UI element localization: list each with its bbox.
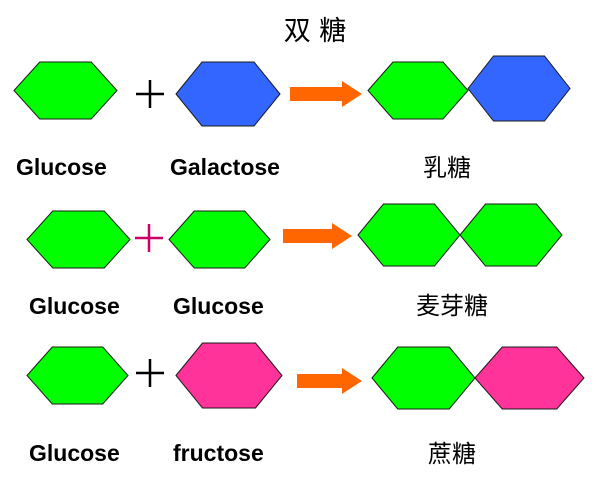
glucose-hexagon bbox=[168, 210, 271, 269]
label-glucose-4: Glucose bbox=[29, 440, 120, 466]
label-glucose-1: Glucose bbox=[16, 154, 107, 180]
plus-icon bbox=[136, 359, 164, 387]
glucose-hexagon bbox=[13, 61, 118, 120]
maltose-glucose-hexagon bbox=[357, 203, 461, 267]
label-sucrose: 蔗糖 bbox=[428, 440, 476, 468]
lactose-galactose-hexagon bbox=[467, 55, 571, 122]
fructose-hexagon bbox=[175, 342, 283, 409]
label-glucose-3: Glucose bbox=[173, 293, 264, 319]
galactose-hexagon bbox=[175, 61, 281, 127]
plus-icon bbox=[136, 80, 164, 108]
diagram-title: 双 糖 bbox=[284, 16, 347, 47]
reaction-arrow bbox=[283, 223, 352, 249]
label-lactose: 乳糖 bbox=[423, 154, 471, 182]
label-fructose: fructose bbox=[173, 440, 264, 466]
label-glucose-2: Glucose bbox=[29, 293, 120, 319]
reaction-arrow bbox=[290, 81, 362, 107]
plus-icon bbox=[135, 224, 163, 252]
sucrose-glucose-hexagon bbox=[371, 346, 476, 410]
glucose-hexagon bbox=[26, 346, 129, 405]
maltose-glucose-hexagon bbox=[459, 203, 563, 267]
reaction-arrow bbox=[297, 368, 362, 394]
sucrose-fructose-hexagon bbox=[474, 346, 585, 410]
label-maltose: 麦芽糖 bbox=[416, 292, 488, 320]
glucose-hexagon bbox=[26, 210, 131, 269]
label-galactose: Galactose bbox=[170, 154, 280, 180]
lactose-glucose-hexagon bbox=[367, 61, 469, 120]
